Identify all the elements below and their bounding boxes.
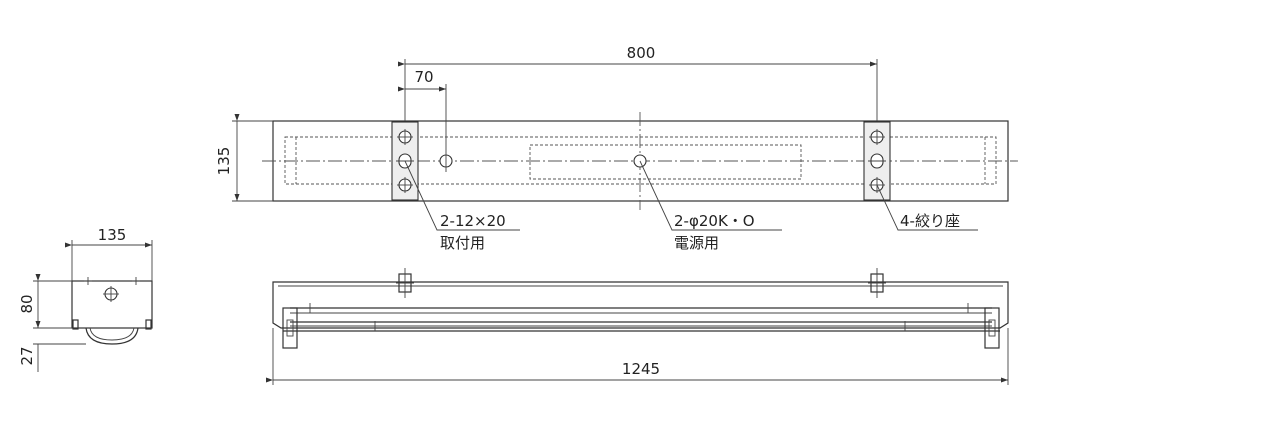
end-view-outline — [71, 280, 153, 329]
callout-power-spec: 2-φ20K・O — [674, 212, 755, 230]
dim-end-drop: 27 — [18, 346, 36, 365]
dim-end-width: 135 — [98, 226, 127, 244]
socket-left — [282, 307, 298, 349]
side-view-channel — [272, 281, 1009, 329]
callout-mount-spec: 2-12×20 — [440, 212, 506, 230]
end-view: 135 80 27 — [18, 226, 153, 372]
dim-body-height: 135 — [215, 147, 233, 176]
ballast-outline — [529, 144, 802, 180]
dim-top-offset: 70 — [414, 68, 433, 86]
callout-seat-spec: 4-絞り座 — [900, 212, 960, 230]
end-view-lamp — [85, 327, 139, 345]
dim-overall-length: 1245 — [622, 360, 660, 378]
callout-mount-purpose: 取付用 — [440, 234, 485, 252]
top-view-inner-frame — [284, 136, 997, 185]
side-view: 1245 — [266, 268, 1009, 385]
socket-right — [984, 307, 1000, 349]
callout-power-purpose: 電源用 — [674, 234, 719, 252]
dim-top-span: 800 — [627, 44, 656, 62]
top-view: 800 70 135 2-12×20 取付用 2-φ20K・O 電源用 4-絞り… — [215, 44, 1018, 252]
dim-end-height: 80 — [18, 294, 36, 313]
